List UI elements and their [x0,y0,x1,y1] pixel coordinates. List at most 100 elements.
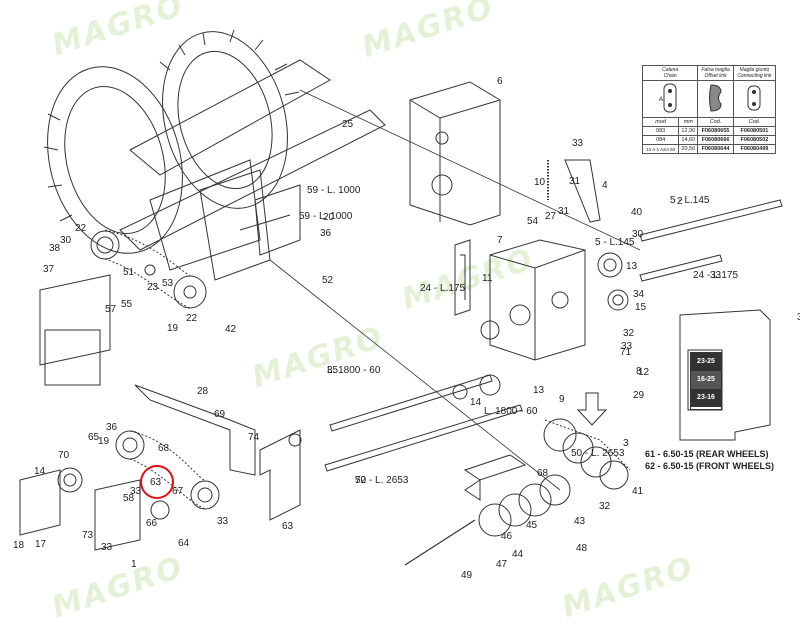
part-number-label: 55 [121,299,133,310]
part-number-label: 36 [320,228,332,239]
part-number-label: 47 [496,559,508,570]
part-number-label: 50 - L. 2653 [571,448,625,459]
part-number-label: 31 [569,176,581,187]
caption-shaft-50: 50 - L. 2653 [355,475,409,486]
hdr-mm: mm [678,117,699,127]
table-row: 083 12,90 F06080655 F06080501 [641,126,777,136]
part-number-label: 22 [75,223,87,234]
part-number-label: 27 [545,211,557,222]
part-number-label: 73 [82,530,94,541]
cell-connecting-code: F06080501 [732,126,777,136]
part-number-label: 22 [186,313,198,324]
part-number-label: 65 [88,432,100,443]
part-number-label: 57 [105,304,117,315]
part-number-label: 20 [323,212,335,223]
part-number-label: 36 [106,422,118,433]
part-number-label: 17 [35,539,47,550]
exploded-parts-diagram: MAGRO MAGRO MAGRO MAGRO MAGRO MAGRO [13,0,800,625]
cell-mm: 20,50 [678,144,699,154]
part-number-label: 72 [355,475,367,486]
table-row: 10 A-1 ASA 50 20,50 F06080644 F06080499 [641,144,777,154]
tire-left-rear [43,29,300,254]
part-number-label: 33 [217,516,229,527]
chain-tensioner-4 [564,159,601,223]
part-number-label: 3 [623,438,629,449]
part-number-label: 33 [621,341,633,352]
part-number-label: 48 [576,543,588,554]
part-number-label: 45 [526,520,538,531]
part-number-label: 33 [101,542,113,553]
part-number-label: 66 [146,518,158,529]
cell-mm: 14,60 [678,135,699,145]
part-number-label: 58 [123,493,135,504]
shaft-24 [639,254,723,282]
part-number-label: 33 [797,312,800,323]
bracket-54 [39,274,111,366]
cell-offset-code: F06080644 [697,144,734,154]
part-number-label: 44 [512,549,524,560]
part-number-label: 14 [34,466,46,477]
part-number-label: 52 [322,275,334,286]
part-number-label: 40 [631,207,643,218]
caption-shaft-5: 5 - L.145 [670,195,710,206]
part-number-label: 71 [620,347,632,358]
part-number-label: L. 1800 - 60 [484,406,538,417]
caption-shaft-59: 59 - L. 1000 [307,185,361,196]
caption-rear-wheels: 61 - 6.50-15 (REAR WHEELS) [645,449,769,459]
shaft-50 [324,404,523,472]
bracket-72 [259,429,301,521]
decal-gear-2: 16-25 [691,371,721,389]
part-number-label: 10 [534,177,546,188]
cell-mod: 10 A-1 ASA 50 [641,144,680,154]
part-number-label: 4 [602,180,608,191]
connecting-link-icon [732,80,777,118]
chain-icon: A [641,80,699,118]
part-number-label: 15 [635,302,647,313]
part-number-label: 12 [638,367,650,378]
part-number-label: 42 [225,324,237,335]
cell-offset-code: F06080655 [697,126,734,136]
decal-panel: 23-25 16-25 23-16 [690,352,722,410]
part-number-label: 29 [633,390,645,401]
sprocket-stack [478,418,631,537]
part-number-label: 69 [214,409,226,420]
shaft-15 [404,519,476,566]
part-number-label: 63 [282,521,294,532]
part-number-label: 74 [248,432,260,443]
caption-shaft-24: 24 - L.175 [693,270,739,281]
cell-mod: 084 [641,135,680,145]
part-number-label: 25 [342,119,354,130]
part-number-label: 68 [537,468,549,479]
part-number-label: 1 [131,559,137,570]
part-number-label: 33 [130,486,142,497]
down-arrow [576,392,608,426]
part-number-label: 30 [632,229,644,240]
part-number-label: 54 [527,216,539,227]
part-number-label: 19 [167,323,179,334]
gearbox-2 [489,239,586,361]
caption-shaft-60: L. 1800 - 60 [327,365,381,376]
caption-front-wheels: 62 - 6.50-15 (FRONT WHEELS) [645,461,775,471]
decal-gear-3: 23-16 [691,389,721,407]
part-number-label: 53 [162,278,174,289]
part-number-label: 51 [123,267,135,278]
part-number-label: 46 [501,531,513,542]
part-number-label: 41 [632,486,644,497]
part-number-label: 59 - L. 1000 [299,211,353,222]
cell-connecting-code: F06080502 [732,135,777,145]
gearbox-6 [409,81,501,226]
bracket-21 [454,239,471,316]
hdr-cod: Cod. [732,117,777,127]
dim-a: A [659,97,663,103]
part-number-label: 43 [574,516,586,527]
part-number-label: 18 [13,540,25,551]
table-row: 084 14,60 F06080666 F06080502 [641,135,777,145]
part-number-label: 64 [178,538,190,549]
part-number-label: 7 [497,235,503,246]
part-number-label: 34 [633,289,645,300]
part-number-label: 2 [677,196,683,207]
part-number-label: 6 [497,76,503,87]
